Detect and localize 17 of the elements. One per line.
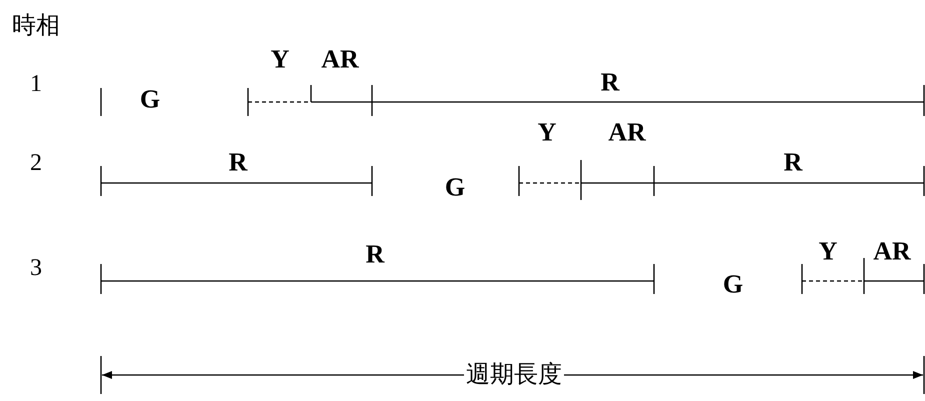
phase-label: G: [140, 86, 160, 114]
axis-title: 時相: [12, 12, 60, 40]
phase-label: Y: [818, 238, 838, 266]
phase-label: R: [784, 148, 802, 178]
phase-label: Y: [538, 118, 556, 148]
phase-label: R: [600, 68, 620, 98]
phase-label: G: [722, 270, 744, 300]
phase-label: G: [444, 174, 466, 202]
phase-label: Y: [270, 46, 290, 74]
phase-label: AR: [608, 118, 646, 148]
row-number: 3: [30, 254, 42, 282]
row-number: 2: [30, 150, 42, 176]
phase-label: R: [366, 240, 384, 270]
phase-label: AR: [321, 46, 359, 74]
row-number: 1: [30, 70, 42, 98]
phase-label: AR: [873, 238, 911, 266]
phase-label: R: [228, 148, 248, 178]
